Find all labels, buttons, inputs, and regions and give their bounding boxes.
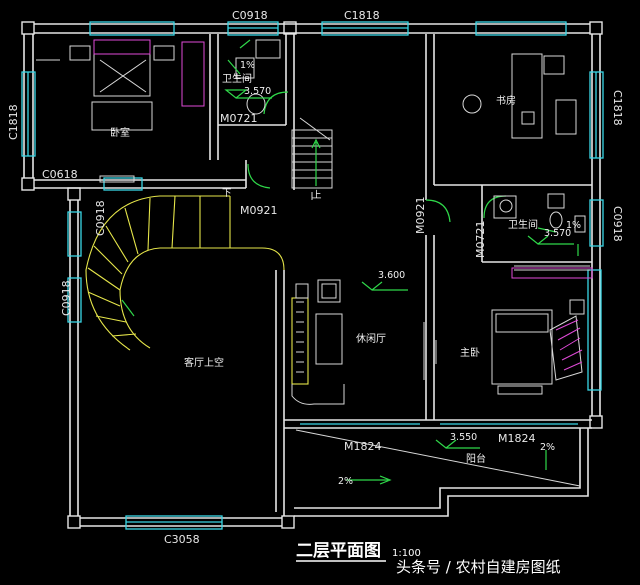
label-c3058: C3058 — [164, 533, 200, 546]
label-m0721-a: M0721 — [220, 112, 258, 125]
doors — [239, 39, 507, 223]
drawing-scale: 1:100 — [392, 548, 421, 559]
drawing-title: 二层平面图 — [296, 541, 381, 561]
label-m0921-b: M0921 — [414, 197, 427, 235]
level-bath-right: 3.570 — [544, 228, 571, 239]
label-c0618: C0618 — [42, 168, 78, 181]
level-balcony: 3.550 — [450, 432, 477, 443]
room-label-study: 书房 — [496, 94, 516, 107]
room-label-master: 主卧 — [460, 346, 480, 359]
walls — [21, 21, 603, 529]
level-labels: 3.570 3.570 3.600 3.550 1% 1% 2% 2% 上 下 — [222, 60, 581, 487]
windows — [21, 21, 604, 530]
level-lounge: 3.600 — [378, 270, 405, 281]
spiral-stair — [85, 195, 285, 351]
level-markers — [224, 59, 579, 485]
stair-up-label: 上 — [312, 190, 322, 201]
room-label-void: 客厅上空 — [184, 356, 224, 369]
label-c1818-left: C1818 — [7, 104, 20, 140]
slope-balcony-left: 2% — [338, 476, 353, 487]
label-c0918-left-b: C0918 — [60, 280, 73, 316]
room-label-bedroom: 卧室 — [110, 126, 130, 139]
room-label-bath-top: 卫生间 — [222, 72, 252, 85]
level-bath-top: 3.570 — [244, 86, 271, 97]
label-m0721-b: M0721 — [474, 221, 487, 259]
room-label-balcony: 阳台 — [466, 452, 486, 465]
room-label-lounge: 休闲厅 — [356, 332, 386, 345]
label-c0918-right: C0918 — [611, 206, 624, 242]
furniture — [36, 39, 593, 405]
room-label-bath-right: 卫生间 — [508, 218, 538, 231]
label-m0921-a: M0921 — [240, 204, 278, 217]
straight-stair — [291, 117, 333, 189]
slope-bath-top: 1% — [240, 60, 255, 71]
label-c1818-top: C1818 — [344, 9, 380, 22]
opening-labels: C0918 C1818 C1818 C1818 C0618 C0918 C091… — [7, 9, 624, 546]
slope-balcony-right: 2% — [540, 442, 555, 453]
slope-bath-right: 1% — [566, 220, 581, 231]
label-m1824-a: M1824 — [344, 440, 382, 453]
label-m1824-b: M1824 — [498, 432, 536, 445]
label-c0918-top: C0918 — [232, 9, 268, 22]
label-c1818-right: C1818 — [611, 90, 624, 126]
watermark: 头条号 / 农村自建房图纸 — [396, 558, 561, 576]
label-c0918-left-a: C0918 — [94, 200, 107, 236]
stair-down-label: 下 — [222, 188, 232, 199]
room-labels: 卧室 卫生间 书房 卫生间 休闲厅 主卧 客厅上空 阳台 — [110, 72, 538, 465]
